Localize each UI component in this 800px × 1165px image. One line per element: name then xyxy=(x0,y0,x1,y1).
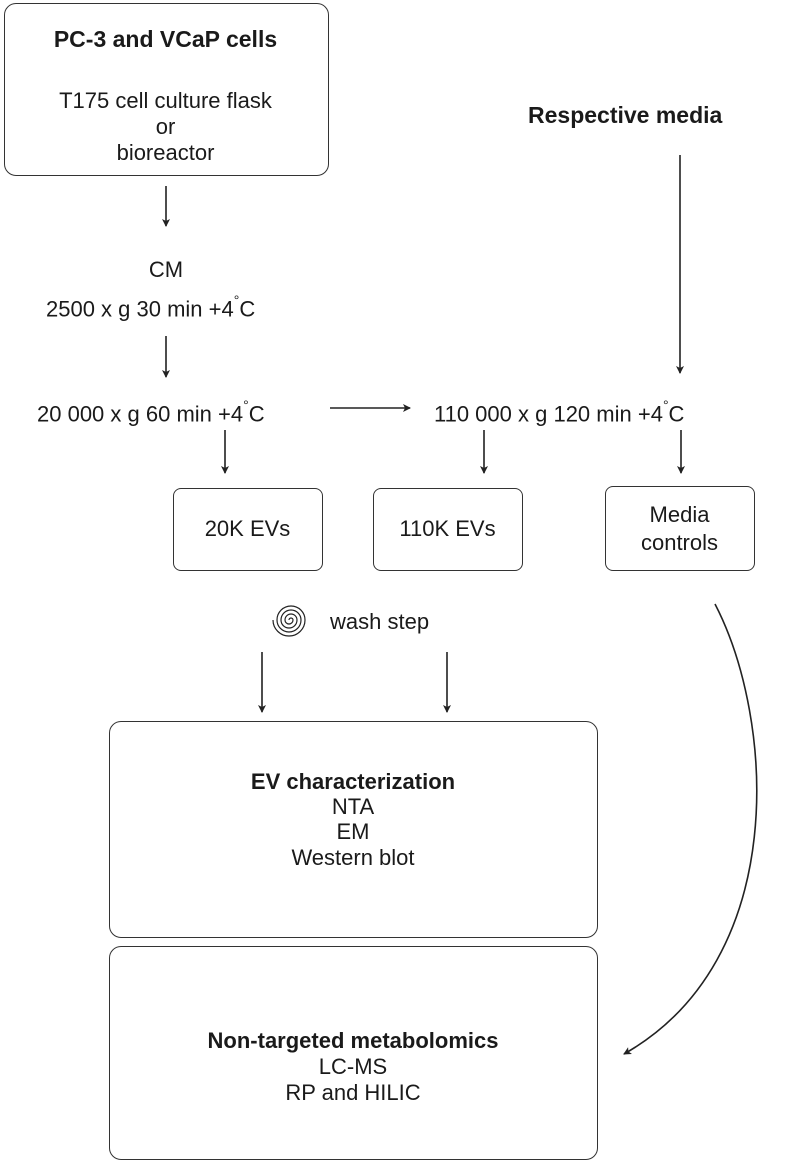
char-item-western-blot: Western blot xyxy=(291,845,415,870)
char-item-nta: NTA xyxy=(331,794,375,819)
media-controls-line2: controls xyxy=(640,530,719,555)
cm-label: CM xyxy=(148,257,184,282)
ev-110k-label: 110K EVs xyxy=(399,516,496,541)
cm-spin-condition: 2500 x g 30 min +4°C xyxy=(46,289,255,323)
spin-110k-text: 110 000 x g 120 min +4 xyxy=(434,401,663,427)
cm-spin-unit: C xyxy=(239,296,256,322)
metab-item-rp-hilic: RP and HILIC xyxy=(285,1080,421,1105)
cm-degree: ° xyxy=(233,292,240,308)
source-title: PC-3 and VCaP cells xyxy=(53,26,278,52)
spin-20k-degree: ° xyxy=(243,397,249,413)
ev-characterization-box: EV characterization NTA EM Western blot xyxy=(109,721,598,938)
spin-20k-unit: C xyxy=(248,401,265,427)
source-line-flask: T175 cell culture flask xyxy=(59,88,272,113)
source-line-or: or xyxy=(155,114,176,139)
ev-characterization-title: EV characterization xyxy=(250,769,456,794)
metabolomics-title: Non-targeted metabolomics xyxy=(207,1028,499,1053)
metab-item-lcms: LC-MS xyxy=(318,1054,388,1079)
spiral-icon xyxy=(272,605,306,637)
spin-110k-condition: 110 000 x g 120 min +4°C xyxy=(434,394,684,428)
source-line-bioreactor: bioreactor xyxy=(116,140,215,165)
cm-spin-text: 2500 x g 30 min +4 xyxy=(46,296,234,322)
ev-110k-box: 110K EVs xyxy=(373,488,523,571)
ev-20k-label: 20K EVs xyxy=(204,516,291,541)
spin-110k-unit: C xyxy=(668,401,685,427)
wash-step-label: wash step xyxy=(330,609,430,634)
metabolomics-box: Non-targeted metabolomics LC-MS RP and H… xyxy=(109,946,598,1160)
media-controls-box: Media controls xyxy=(605,486,755,571)
source-cells-box: PC-3 and VCaP cells T175 cell culture fl… xyxy=(4,3,329,176)
arrow-media-controls-to-metabolomics xyxy=(623,603,758,1055)
char-item-em: EM xyxy=(336,819,370,844)
spin-110k-degree: ° xyxy=(662,397,669,413)
ev-20k-box: 20K EVs xyxy=(173,488,323,571)
spin-20k-text: 20 000 x g 60 min +4 xyxy=(37,401,244,427)
spin-20k-condition: 20 000 x g 60 min +4°C xyxy=(37,394,265,428)
respective-media-label: Respective media xyxy=(528,102,723,128)
media-controls-line1: Media xyxy=(649,502,710,527)
